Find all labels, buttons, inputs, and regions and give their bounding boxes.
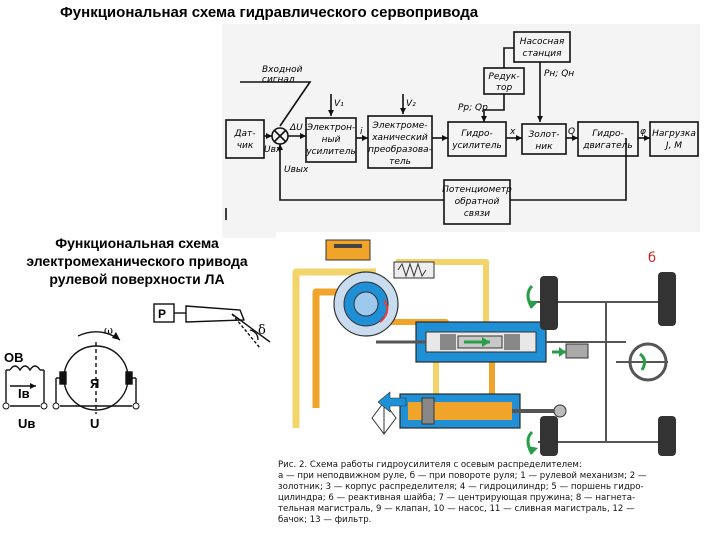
spool-block-line-2: ник — [535, 142, 553, 152]
v1-label: V₁ — [334, 99, 344, 109]
caption-line-3: золотник; 3 — корпус распределителя; 4 —… — [278, 482, 644, 492]
ov-label: ОВ — [4, 350, 24, 365]
motor-block-line-2: двигатель — [582, 141, 632, 151]
converter-block-line-4: тель — [389, 157, 411, 167]
input-signal-label-2: сигнал — [262, 75, 295, 85]
amplifier-block-line-3: усилитель — [305, 147, 356, 157]
feedback-block-line-2: обратной — [455, 197, 500, 207]
middle-title: Функциональная схема электромеханическог… — [26, 235, 248, 287]
converter-block-line-3: преобразова- — [368, 145, 432, 155]
iv-label: Iв — [18, 386, 30, 401]
caption-line-4: цилиндра; 6 — реактивная шайба; 7 — цент… — [278, 493, 636, 503]
u-label: U — [90, 416, 99, 431]
servo-block-diagram: Дат- чик Электрон- ный усилитель Электро… — [222, 24, 700, 238]
reducer-block-line-1: Редук- — [488, 72, 519, 82]
phi-label: φ — [640, 127, 646, 137]
q-label: Q — [568, 127, 575, 137]
pn-qn-label: Pн; Qн — [544, 69, 574, 79]
motor-block-line-1: Гидро- — [592, 129, 624, 139]
top-title: Функциональная схема гидравлического сер… — [60, 4, 479, 21]
input-signal-label-1: Входной — [262, 65, 303, 75]
caption-line-2: а — при неподвижном руле, б — при поворо… — [278, 471, 647, 481]
ya-label: Я — [90, 376, 99, 391]
feedback-block-line-3: связи — [464, 209, 490, 219]
delta-label: δ — [258, 323, 266, 338]
i-label: i — [360, 127, 363, 137]
uv-label: Uв — [18, 416, 35, 431]
x-label: x — [509, 127, 516, 137]
converter-block-line-2: ханический — [371, 133, 428, 143]
caption-line-5: тельная магистраль, 9 — клапан, 10 — нас… — [278, 504, 635, 514]
motor-diagram: ОВ Iв Uв Я U P ω δ — [2, 303, 271, 431]
reducer-block-line-2: тор — [496, 83, 513, 93]
hydro-amp-block-line-2: усилитель — [451, 141, 502, 151]
feedback-block-line-1: Потенциометр — [442, 185, 512, 195]
amplifier-block-line-1: Электрон- — [306, 123, 356, 133]
u-in-label: Uвх — [264, 145, 282, 155]
load-block-line-2: J, M — [664, 141, 682, 151]
pump-block-line-1: Насосная — [520, 37, 565, 47]
v2-label: V₂ — [406, 99, 416, 109]
figure-b-label: б — [648, 251, 656, 266]
sensor-block-line-1: Дат- — [233, 129, 255, 139]
omega-label: ω — [104, 324, 113, 337]
delta-u-label: ΔU — [289, 123, 303, 133]
load-block-line-1: Нагрузка — [652, 129, 696, 139]
p-label: P — [158, 307, 166, 321]
caption-line-1: Рис. 2. Схема работы гидроусилителя с ос… — [278, 460, 582, 470]
pp-qp-label: Pр; Qр — [458, 103, 488, 113]
caption-line-6: бачок; 13 — фильтр. — [278, 515, 372, 525]
u-out-label: Uвых — [284, 165, 309, 175]
converter-block-line-1: Электроме- — [371, 121, 427, 131]
sensor-block-line-2: чик — [237, 141, 254, 151]
spool-block-line-1: Золот- — [528, 130, 559, 140]
figure-caption: Рис. 2. Схема работы гидроусилителя с ос… — [278, 460, 698, 526]
hydraulic-steering-figure: б — [276, 232, 700, 458]
amplifier-block-line-2: ный — [322, 135, 341, 145]
hydro-amp-block-line-1: Гидро- — [461, 129, 493, 139]
pump-block-line-2: станция — [523, 49, 563, 59]
